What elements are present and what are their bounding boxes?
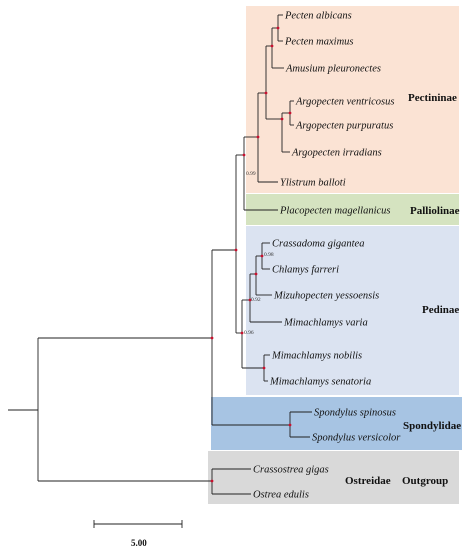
node-marker — [270, 44, 274, 48]
panel-pedinae — [246, 226, 459, 395]
node-marker — [234, 248, 238, 252]
group-label-ostreidae: Ostreidae — [345, 475, 391, 487]
node-marker — [256, 135, 260, 139]
taxon-label: Ostrea edulis — [253, 490, 309, 501]
panel-palliolinae — [246, 194, 459, 225]
support-value-pedinae: 0.96 — [244, 330, 254, 336]
node-marker — [262, 366, 266, 370]
support-value-crassadoma-chlamys: 0.98 — [264, 252, 274, 258]
panel-spondylidae — [211, 397, 462, 450]
taxon-label: Placopecten magellanicus — [279, 206, 391, 217]
group-label-pectininae: Pectininae — [408, 92, 457, 104]
taxon-label: Crassostrea gigas — [253, 465, 329, 476]
node-marker — [242, 153, 246, 157]
group-label-outgroup: Outgroup — [402, 475, 448, 487]
taxon-label: Pecten albicans — [284, 11, 352, 22]
node-marker — [210, 336, 214, 340]
taxon-label: Amusium pleuronectes — [285, 64, 381, 75]
taxon-label: Chlamys farreri — [272, 265, 339, 276]
taxon-labels: Pecten albicans Pecten maximus Amusium p… — [253, 11, 401, 501]
taxon-label: Argopecten purpuratus — [295, 121, 393, 132]
node-marker — [254, 272, 258, 276]
node-markers — [210, 26, 292, 483]
support-value-pedinae-a: 0.92 — [251, 297, 261, 303]
node-marker — [240, 331, 244, 335]
taxon-label: Argopecten irradians — [291, 148, 382, 159]
scale-bar-label: 5.00 — [131, 538, 147, 548]
panel-outgroup — [208, 451, 459, 504]
taxon-label: Spondylus versicolor — [312, 433, 401, 444]
taxon-label: Mimachlamys senatoria — [269, 377, 371, 388]
group-label-palliolinae: Palliolinae — [410, 205, 460, 217]
taxon-label: Pecten maximus — [284, 37, 354, 48]
node-marker — [280, 117, 284, 121]
taxon-label: Ylistrum balloti — [280, 178, 346, 189]
group-label-pedinae: Pedinae — [422, 304, 459, 316]
node-marker — [248, 298, 252, 302]
taxon-label: Mizuhopecten yessoensis — [273, 291, 379, 302]
node-marker — [276, 26, 280, 30]
taxon-label: Crassadoma gigantea — [272, 239, 364, 250]
taxon-label: Spondylus spinosus — [314, 408, 396, 419]
group-label-spondylidae: Spondylidae — [403, 420, 461, 432]
node-marker — [210, 479, 214, 483]
taxon-label: Mimachlamys nobilis — [271, 351, 362, 362]
tree-branches — [8, 14, 312, 495]
taxon-label: Argopecten ventricosus — [295, 97, 394, 108]
node-marker — [288, 423, 292, 427]
panel-pectininae — [246, 6, 459, 193]
taxon-label: Mimachlamys varia — [283, 318, 368, 329]
node-marker — [288, 111, 292, 115]
node-marker — [260, 254, 264, 258]
scale-bar: 5.00 — [93, 520, 183, 548]
support-value-pectininae-palliolinae: 0.99 — [246, 171, 256, 177]
node-marker — [264, 91, 268, 95]
